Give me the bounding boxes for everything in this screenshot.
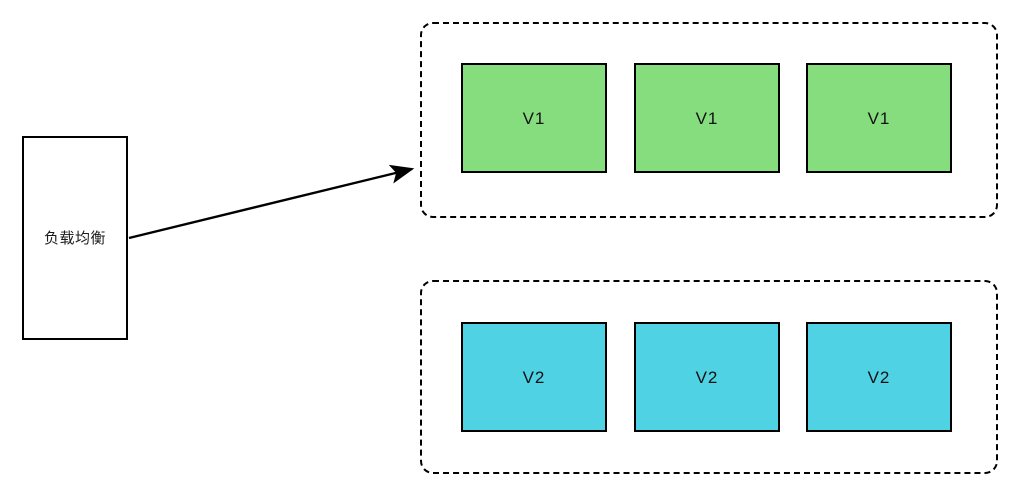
instance-box-v1-1[interactable]: V1 bbox=[461, 63, 607, 173]
instance-label: V2 bbox=[522, 367, 546, 387]
instance-label: V2 bbox=[867, 367, 891, 387]
load-balancer-to-v1-arrow bbox=[128, 164, 415, 240]
instance-label: V1 bbox=[867, 108, 891, 128]
load-balancer-label: 负载均衡 bbox=[43, 229, 106, 247]
instance-box-v2-3[interactable]: V2 bbox=[806, 322, 952, 432]
instance-box-v1-2[interactable]: V1 bbox=[634, 63, 780, 173]
group-v2-container[interactable] bbox=[420, 280, 998, 474]
instance-box-v2-1[interactable]: V2 bbox=[461, 322, 607, 432]
instance-label: V2 bbox=[695, 367, 719, 387]
instance-label: V1 bbox=[695, 108, 719, 128]
instance-box-v2-2[interactable]: V2 bbox=[634, 322, 780, 432]
instance-label: V1 bbox=[522, 108, 546, 128]
group-v1-container[interactable] bbox=[420, 22, 998, 218]
instance-box-v1-3[interactable]: V1 bbox=[806, 63, 952, 173]
load-balancer-node[interactable]: 负载均衡 bbox=[22, 136, 128, 340]
